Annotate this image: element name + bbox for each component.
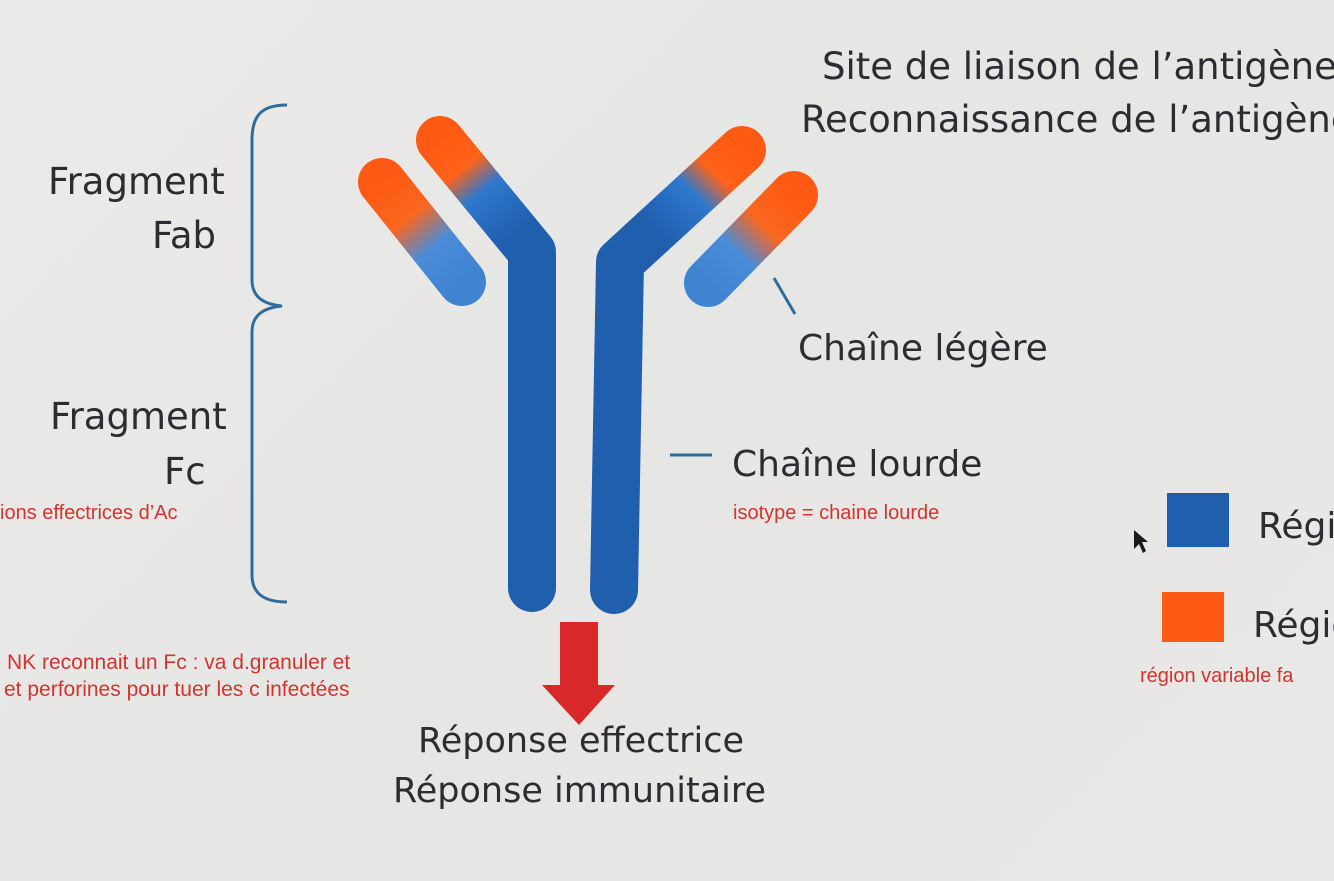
mouse-cursor-icon [1134, 530, 1148, 553]
region-variable-note: région variable fa [1140, 665, 1293, 688]
left-heavy-chain [440, 140, 532, 588]
legend-constant-square [1167, 493, 1229, 547]
reponse-effectrice-label: Réponse effectrice [418, 721, 744, 761]
nk-note-line2: et perforines pour tuer les c infectées [4, 677, 350, 703]
nk-note-line1: NK reconnait un Fc : va d.granuler et [7, 650, 350, 676]
right-heavy-chain [614, 150, 742, 590]
fonctions-effectrices-note: ions effectrices d’Ac [0, 502, 178, 525]
fragment-fc-line2: Fc [164, 450, 206, 493]
fragment-fc-line1: Fragment [50, 395, 227, 438]
legend-constant-label: Régi [1258, 506, 1334, 547]
light-chain-pointer [774, 278, 795, 314]
right-light-chain [708, 195, 794, 283]
reconnaissance-label: Reconnaissance de l’antigène [801, 98, 1334, 141]
chaine-legere-label: Chaîne légère [798, 328, 1048, 369]
fragment-fab-line2: Fab [152, 214, 216, 257]
legend-variable-label: Régio [1253, 605, 1334, 646]
reponse-immunitaire-label: Réponse immunitaire [393, 771, 766, 811]
left-light-chain [382, 182, 462, 282]
chaine-lourde-label: Chaîne lourde [732, 444, 982, 485]
fab-brace [252, 105, 287, 602]
legend-variable-square [1162, 592, 1224, 642]
fragment-fab-line1: Fragment [48, 160, 225, 203]
isotype-note: isotype = chaine lourde [733, 502, 939, 525]
site-liaison-label: Site de liaison de l’antigène [822, 45, 1334, 88]
effector-arrow [542, 622, 615, 725]
